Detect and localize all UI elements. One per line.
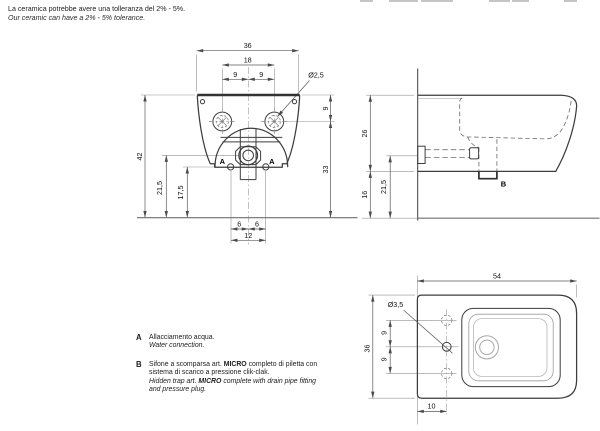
bidet-plan-outline (416, 294, 578, 399)
legend-b-en-bold: MICRO (198, 377, 222, 385)
legend-b-it-bold: MICRO (223, 361, 247, 368)
hole-hatch (217, 116, 227, 127)
callout-a-right: A (269, 157, 275, 166)
dim-label-26: 26 (360, 130, 369, 138)
cropped-text-remnant (512, 0, 529, 2)
cropped-text-remnant (360, 0, 373, 2)
tolerance-note: La ceramica potrebbe avere una tolleranz… (8, 5, 185, 22)
leader-line-hole-dia (277, 80, 310, 117)
drain-outlet-bracket (478, 171, 498, 180)
legend-b-en-post: complete with drain pipe fitting (223, 377, 317, 385)
drain-hole-outer (238, 145, 259, 166)
dim-label-36: 36 (244, 41, 252, 50)
basin-rim-inner (472, 318, 548, 377)
side-view: 26 16 21,5 B (360, 68, 600, 221)
water-connection-right (262, 163, 270, 171)
wall-fitting (417, 145, 426, 164)
legend-key-b: B (136, 360, 142, 369)
legend-key-a: A (136, 333, 142, 342)
cropped-text-remnant (489, 0, 510, 2)
corner-hole-right (291, 99, 298, 105)
legend-a-en: Water connection. (149, 342, 205, 350)
funnel-hidden-line (467, 136, 480, 148)
legend-a-it: Allacciamento acqua. (149, 334, 215, 341)
basin-rim-outer (461, 307, 561, 388)
callout-b: B (501, 180, 507, 189)
legend-b-it-line2: sistema di scarico a pressione clik-clak… (149, 369, 270, 377)
fixing-hole-center (441, 341, 452, 352)
dim-label-21-5-side: 21,5 (379, 180, 388, 194)
legend-b-it-post: completo di piletta con (248, 361, 318, 368)
cropped-text-remnant (389, 0, 418, 2)
legend-item-a: A Allacciamento acqua. Water connection. (136, 333, 367, 351)
top-view: 54 Ø3,5 36 9 9 10 (362, 271, 578, 425)
dim-label-16: 16 (360, 191, 369, 199)
tap-hole-lower (441, 367, 453, 379)
legend-b-en-pre: Hidden trap art. (149, 377, 197, 385)
dim-label-54: 54 (493, 271, 501, 280)
dim-label-21-5: 21,5 (155, 181, 164, 195)
leader-line-hole-dia-top (403, 309, 453, 354)
dim-label-36-top: 36 (362, 345, 371, 353)
pipe-fitting (469, 147, 480, 160)
dim-label-hole-dia-top: Ø3,5 (388, 300, 404, 309)
legend-b-it-pre: Sifone a scomparsa art. (149, 361, 222, 368)
drain-plug-inner (479, 339, 495, 355)
callout-a-left: A (220, 157, 226, 166)
cropped-text-remnant (421, 0, 453, 2)
drain-plug-outer (474, 335, 499, 360)
fixing-hole-left (208, 108, 236, 135)
water-connection-left (227, 163, 235, 171)
legend-item-b: B Sifone a scomparsa art. MICRO completo… (136, 360, 367, 394)
front-view: 36 18 9 9 Ø2,5 9 33 42 21,5 17,5 6 6 12 … (135, 41, 358, 245)
dim-label-9-left: 9 (233, 70, 237, 79)
dim-label-6-right: 6 (255, 220, 259, 229)
dim-label-hole-dia: Ø2,5 (308, 71, 324, 80)
dim-label-18: 18 (244, 56, 252, 65)
dim-label-42: 42 (135, 153, 144, 161)
hole-hatch (269, 116, 279, 127)
tolerance-note-it: La ceramica potrebbe avere una tolleranz… (8, 5, 186, 13)
tap-hole-upper (441, 314, 453, 326)
dim-label-6-left: 6 (237, 220, 241, 229)
legend-b-en-line2: and pressure plug. (149, 385, 207, 393)
dim-label-9-right: 9 (259, 70, 263, 79)
dim-label-9-side: 9 (321, 107, 330, 111)
dim-label-10: 10 (428, 402, 436, 411)
cropped-text-remnant (564, 0, 577, 2)
dim-label-17-5: 17,5 (176, 186, 185, 200)
basin-hidden-line (459, 97, 572, 140)
arch-outline (214, 127, 289, 168)
basin-rim-mid (468, 313, 554, 382)
dim-label-33: 33 (321, 166, 330, 174)
dim-label-9-down: 9 (380, 357, 389, 361)
fixing-hole-right (260, 108, 288, 135)
bidet-profile-outline (417, 94, 578, 173)
tolerance-note-en: Our ceramic can have a 2% - 5% tolerance… (8, 13, 146, 22)
dim-label-12: 12 (244, 231, 252, 240)
drain-hole-inner (242, 149, 254, 162)
bidet-body-outline (196, 95, 301, 168)
corner-hole-left (199, 99, 206, 105)
drain-boss (235, 146, 262, 166)
dim-label-9-up: 9 (380, 331, 389, 335)
